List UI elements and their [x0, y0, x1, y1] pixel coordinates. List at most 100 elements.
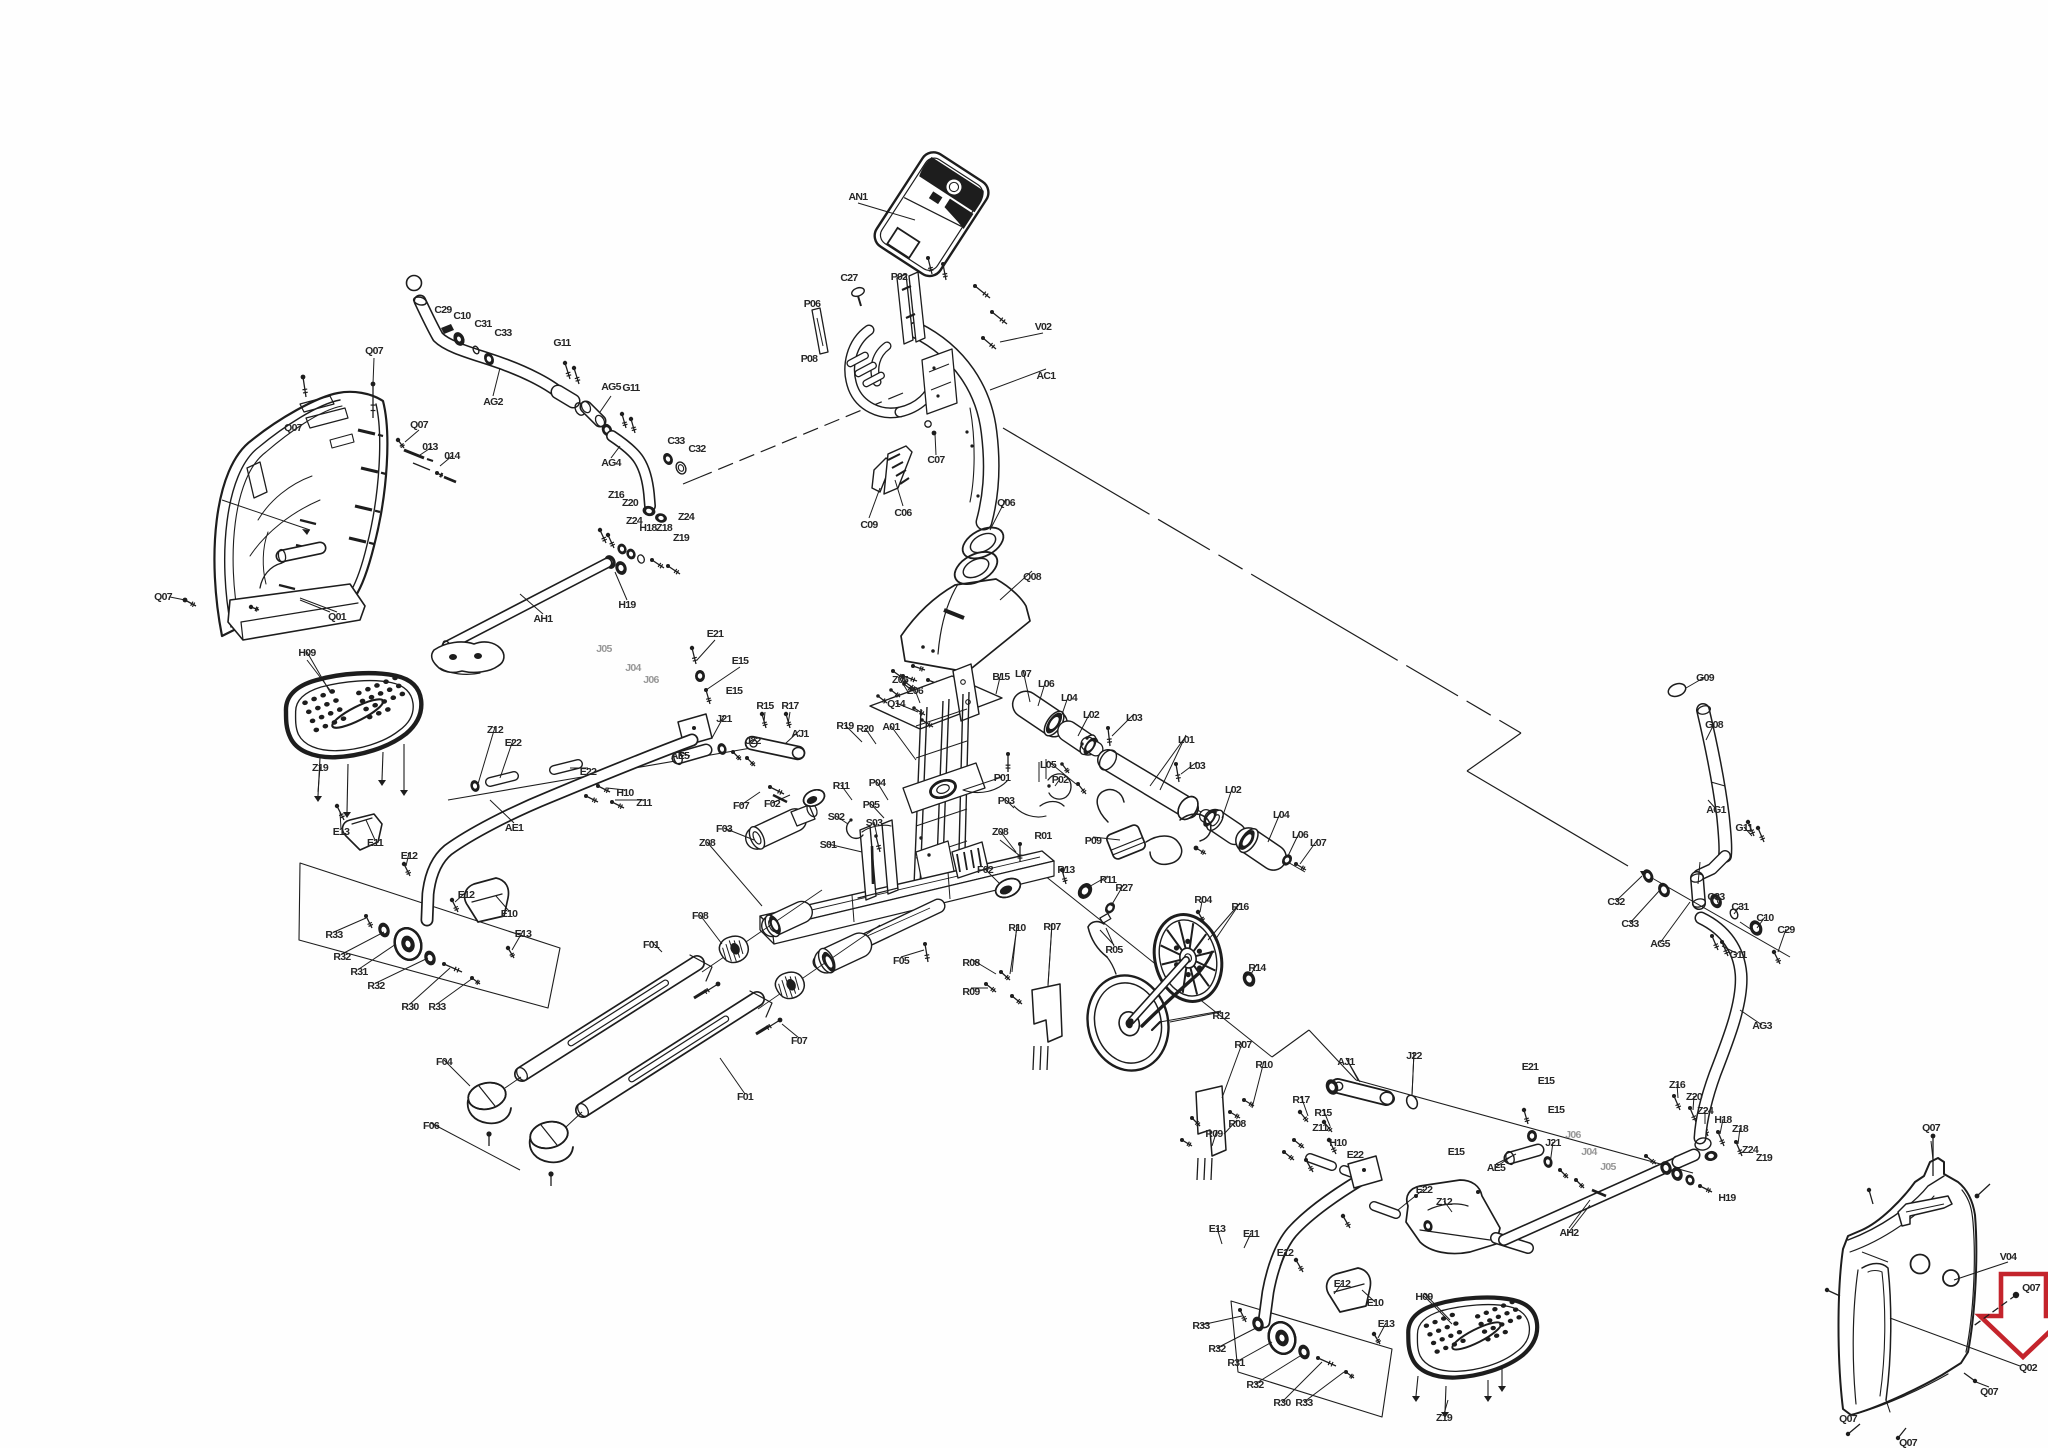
svg-text:Z24: Z24: [678, 511, 695, 523]
svg-text:F01: F01: [643, 939, 660, 951]
svg-text:F06: F06: [423, 1120, 440, 1132]
svg-text:R32: R32: [1208, 1343, 1226, 1355]
svg-text:C33: C33: [1621, 918, 1639, 930]
svg-text:Q07: Q07: [410, 419, 429, 431]
svg-text:Q14: Q14: [887, 698, 906, 710]
svg-text:P06: P06: [804, 298, 821, 310]
svg-text:E12: E12: [458, 889, 475, 901]
svg-text:Z11: Z11: [636, 797, 652, 809]
svg-text:R01: R01: [1034, 830, 1052, 842]
svg-text:C32: C32: [1607, 896, 1625, 908]
svg-text:G11: G11: [622, 382, 640, 394]
svg-text:R30: R30: [1273, 1397, 1291, 1409]
svg-text:E22: E22: [1416, 1184, 1433, 1196]
svg-text:E15: E15: [1448, 1146, 1465, 1158]
svg-text:R15: R15: [756, 700, 774, 712]
svg-text:E15: E15: [1548, 1104, 1565, 1116]
svg-text:H10: H10: [1329, 1137, 1347, 1149]
svg-text:J21: J21: [1545, 1137, 1561, 1149]
svg-text:C09: C09: [860, 519, 878, 531]
svg-text:F05: F05: [893, 955, 910, 967]
svg-text:J06: J06: [1565, 1129, 1581, 1141]
svg-text:Z16: Z16: [1669, 1079, 1686, 1091]
svg-text:R17: R17: [781, 700, 799, 712]
svg-text:C33: C33: [667, 435, 685, 447]
svg-text:R11: R11: [1100, 874, 1117, 886]
svg-text:C29: C29: [434, 304, 452, 316]
svg-text:E11: E11: [367, 837, 384, 849]
svg-text:R09: R09: [962, 986, 980, 998]
svg-text:C10: C10: [1756, 912, 1774, 924]
svg-text:L06: L06: [1292, 829, 1309, 841]
svg-text:AC1: AC1: [1037, 370, 1057, 382]
svg-text:E15: E15: [1538, 1075, 1555, 1087]
svg-text:R33: R33: [1192, 1320, 1210, 1332]
svg-text:E22: E22: [580, 766, 597, 778]
svg-text:AH2: AH2: [1560, 1227, 1580, 1239]
svg-text:C07: C07: [927, 454, 945, 466]
svg-text:H19: H19: [1718, 1192, 1736, 1204]
svg-text:013: 013: [422, 441, 438, 453]
svg-text:Q06: Q06: [997, 497, 1016, 509]
svg-text:H19: H19: [618, 599, 636, 611]
svg-text:Q01: Q01: [328, 611, 347, 623]
svg-text:C27: C27: [840, 272, 858, 284]
svg-text:H18: H18: [1714, 1114, 1732, 1126]
svg-text:L07: L07: [1310, 837, 1327, 849]
svg-text:R05: R05: [1105, 944, 1123, 956]
svg-text:E21: E21: [707, 628, 724, 640]
svg-text:Q02: Q02: [2019, 1362, 2038, 1374]
svg-text:Z24: Z24: [1697, 1105, 1714, 1117]
svg-text:AE5: AE5: [671, 750, 690, 762]
svg-text:E21: E21: [1522, 1061, 1539, 1073]
svg-text:J22: J22: [1406, 1050, 1422, 1062]
svg-text:J05: J05: [596, 643, 612, 655]
svg-text:R08: R08: [962, 957, 980, 969]
svg-text:AG5: AG5: [601, 381, 621, 393]
svg-text:Q07: Q07: [284, 422, 303, 434]
svg-text:B15: B15: [992, 671, 1010, 683]
svg-text:R07: R07: [1234, 1039, 1252, 1051]
svg-text:Q07: Q07: [2022, 1282, 2041, 1294]
svg-text:AE1: AE1: [505, 822, 524, 834]
svg-text:AG3: AG3: [1752, 1020, 1772, 1032]
svg-text:Z19: Z19: [673, 532, 690, 544]
svg-text:Z20: Z20: [1686, 1091, 1703, 1103]
svg-text:Q07: Q07: [1839, 1413, 1858, 1425]
svg-text:E10: E10: [1367, 1297, 1384, 1309]
svg-text:R27: R27: [1115, 882, 1133, 894]
svg-text:C29: C29: [1777, 924, 1795, 936]
svg-text:E12: E12: [401, 850, 418, 862]
svg-text:E22: E22: [1347, 1149, 1364, 1161]
svg-text:S02: S02: [828, 811, 845, 823]
svg-text:R08: R08: [1228, 1118, 1246, 1130]
svg-text:AN1: AN1: [849, 191, 869, 203]
svg-text:E13: E13: [515, 928, 532, 940]
svg-text:C31: C31: [1731, 901, 1749, 913]
svg-text:014: 014: [444, 450, 460, 462]
svg-text:J21: J21: [716, 713, 732, 725]
svg-text:R32: R32: [1246, 1379, 1264, 1391]
svg-text:L04: L04: [1273, 809, 1290, 821]
svg-text:L02: L02: [1083, 709, 1100, 721]
svg-text:C06: C06: [894, 507, 912, 519]
svg-text:V02: V02: [1035, 321, 1052, 333]
svg-text:Z18: Z18: [1732, 1123, 1749, 1135]
svg-text:P01: P01: [994, 772, 1011, 784]
svg-text:R07: R07: [1043, 921, 1061, 933]
svg-text:E15: E15: [732, 655, 749, 667]
svg-text:C10: C10: [453, 310, 471, 322]
svg-text:R09: R09: [1205, 1128, 1223, 1140]
svg-text:Z19: Z19: [312, 762, 329, 774]
svg-text:P02: P02: [891, 271, 908, 283]
svg-text:E13: E13: [333, 826, 350, 838]
svg-text:Z20: Z20: [622, 497, 639, 509]
svg-text:L02: L02: [1225, 784, 1242, 796]
svg-text:R04: R04: [1194, 894, 1212, 906]
svg-text:Z24: Z24: [1742, 1144, 1759, 1156]
svg-text:L06: L06: [1038, 678, 1055, 690]
svg-text:J22: J22: [745, 735, 761, 747]
svg-text:R10: R10: [1255, 1059, 1273, 1071]
svg-text:E13: E13: [1378, 1318, 1395, 1330]
svg-text:Z11: Z11: [1312, 1122, 1328, 1134]
